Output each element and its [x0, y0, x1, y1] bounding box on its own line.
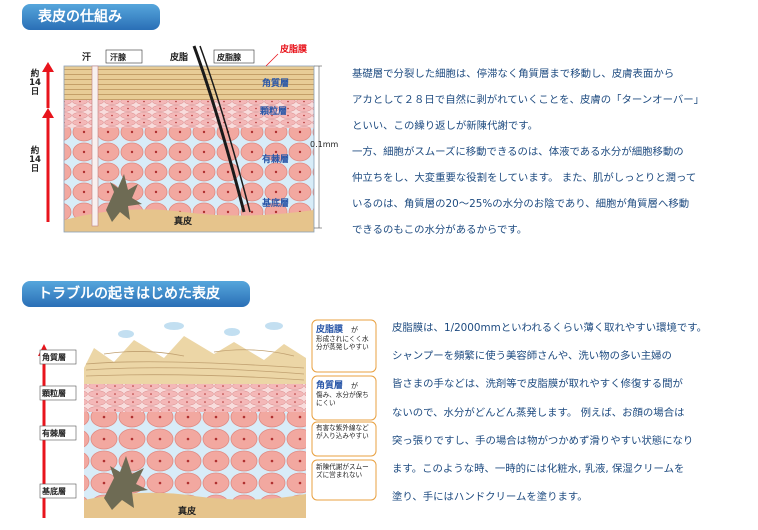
label-days-top: 約14日: [29, 69, 41, 97]
label-sebum: 皮脂: [169, 51, 188, 63]
paragraph-line: 突っ張りですし、手の場合は物がつかめず滑りやすい状態になり: [392, 434, 694, 447]
label-sweat: 汗: [82, 51, 91, 63]
label-stratum-granulosum: 顆粒層: [260, 105, 287, 117]
label-stratum-spinosum: 有棘層: [262, 153, 289, 165]
label-sebaceous-gland: 皮脂腺: [216, 52, 242, 62]
granular-layer: [64, 100, 314, 128]
label-stratum-corneum: 角質層: [42, 352, 66, 362]
label-stratum-spinosum: 有棘層: [42, 428, 66, 438]
callout-box-metabolism: [311, 459, 377, 501]
paragraph-line: 基礎層で分裂した細胞は、停滞なく角質層まで移動し、皮膚表面から: [352, 68, 675, 80]
label-stratum-corneum: 角質層: [262, 77, 289, 89]
melanocyte-icon: [104, 456, 148, 510]
keratin-layer: [64, 66, 314, 100]
callout-text-sebum: 形成されにくく水分が蒸発しやすい: [316, 335, 369, 351]
paragraph-line: できるのもこの水分があるからです。: [352, 224, 528, 236]
label-days-bottom: 約14日: [29, 146, 41, 174]
callout-text-keratin: 傷み、水分が保ちにくい: [316, 391, 369, 407]
label-stratum-basale: 基底層: [261, 197, 289, 209]
label-stratum-basale: 基底層: [41, 486, 66, 496]
melanocyte-icon: [106, 174, 142, 222]
epidermis-structure-diagram: 汗 汗腺 皮脂 皮脂腺 皮脂膜 角質層 顆粒層 有棘層 基底層 真皮: [42, 43, 322, 233]
troubled-epidermis-diagram: 真皮 角質層 顆粒層 有棘層 基底層 皮脂膜 が 角質層 が: [38, 319, 377, 518]
label-dermis: 真皮: [178, 505, 197, 517]
callout-box-sebum: 皮脂膜 が: [311, 319, 377, 373]
section-header-troubled-skin: トラブルの起きはじめた表皮: [22, 281, 250, 307]
paragraph-line: ないので、水分がどんどん蒸発します。 例えば、お顔の場合は: [392, 406, 685, 419]
paragraph-line: 皮脂膜は、1/2000mmといわれるくらい薄く取れやすい環境です。: [392, 322, 708, 334]
callout-title: 角質層: [316, 379, 343, 391]
paragraph-line: 塗り、手にはハンドクリームを塗ります。: [392, 491, 588, 504]
paragraph-line: シャンプーを頻繁に使う美容師さんや、洗い物の多い主婦の: [392, 350, 672, 363]
sweat-duct: [91, 65, 99, 227]
callout-box-uv: [311, 421, 377, 457]
paragraph-line: 一方、細胞がスムーズに移動できるのは、体液である水分が細胞移動の: [352, 146, 684, 158]
damaged-keratin-layer: [84, 336, 306, 384]
paragraph-line: ます。このような時、一時的には化粧水, 乳液, 保湿クリームを: [392, 463, 685, 476]
callout-title: 皮脂膜: [315, 323, 344, 335]
troubled-skin-text: 皮脂膜は、1/2000mmといわれるくらい薄く取れやすい環境です。 シャンプーを…: [392, 314, 737, 511]
turnover-arrow-top: [42, 62, 54, 108]
skin-structure-text: 基礎層で分裂した細胞は、停滞なく角質層まで移動し、皮膚表面から アカとして２８日…: [352, 61, 732, 243]
section-header-skin-structure: 表皮の仕組み: [22, 4, 160, 30]
paragraph-line: といい、この繰り返しが新陳代謝です。: [352, 120, 538, 132]
callout-box-keratin: 角質層 が: [311, 375, 377, 421]
label-thickness: 0.1mm: [310, 140, 339, 149]
paragraph-line: アカとして２８日で自然に剥がれていくことを、皮膚の「ターンオーバー」: [352, 94, 705, 106]
paragraph-line: いるのは、角質層の20～25%の水分のお陰であり、細胞が角質層へ移動: [352, 198, 690, 210]
callout-text-metabolism: 新陳代謝がスムーズに営まれない: [316, 463, 369, 479]
label-sweat-gland: 汗腺: [110, 52, 127, 62]
callout-text-uv: 有害な紫外線などが入り込みやすい: [316, 424, 369, 440]
spinous-layer: [64, 128, 314, 228]
hair-icon: [192, 45, 246, 213]
granular-layer: [84, 384, 306, 412]
paragraph-line: 仲立ちをし、大変重要な役割をしています。 また、肌がしっとりと潤って: [352, 172, 697, 184]
label-dermis: 真皮: [174, 215, 193, 227]
label-stratum-granulosum: 顆粒層: [42, 388, 66, 398]
dermis-layer: [84, 492, 306, 518]
paragraph-line: 皆さまの手などは、洗剤等で皮脂膜が取れやすく修復する間が: [392, 378, 683, 391]
callout-title-suffix: が: [351, 381, 358, 390]
callout-title-suffix: が: [351, 325, 358, 334]
label-sebum-film: 皮脂膜: [279, 43, 308, 55]
turnover-arrow-bottom: [42, 108, 54, 222]
